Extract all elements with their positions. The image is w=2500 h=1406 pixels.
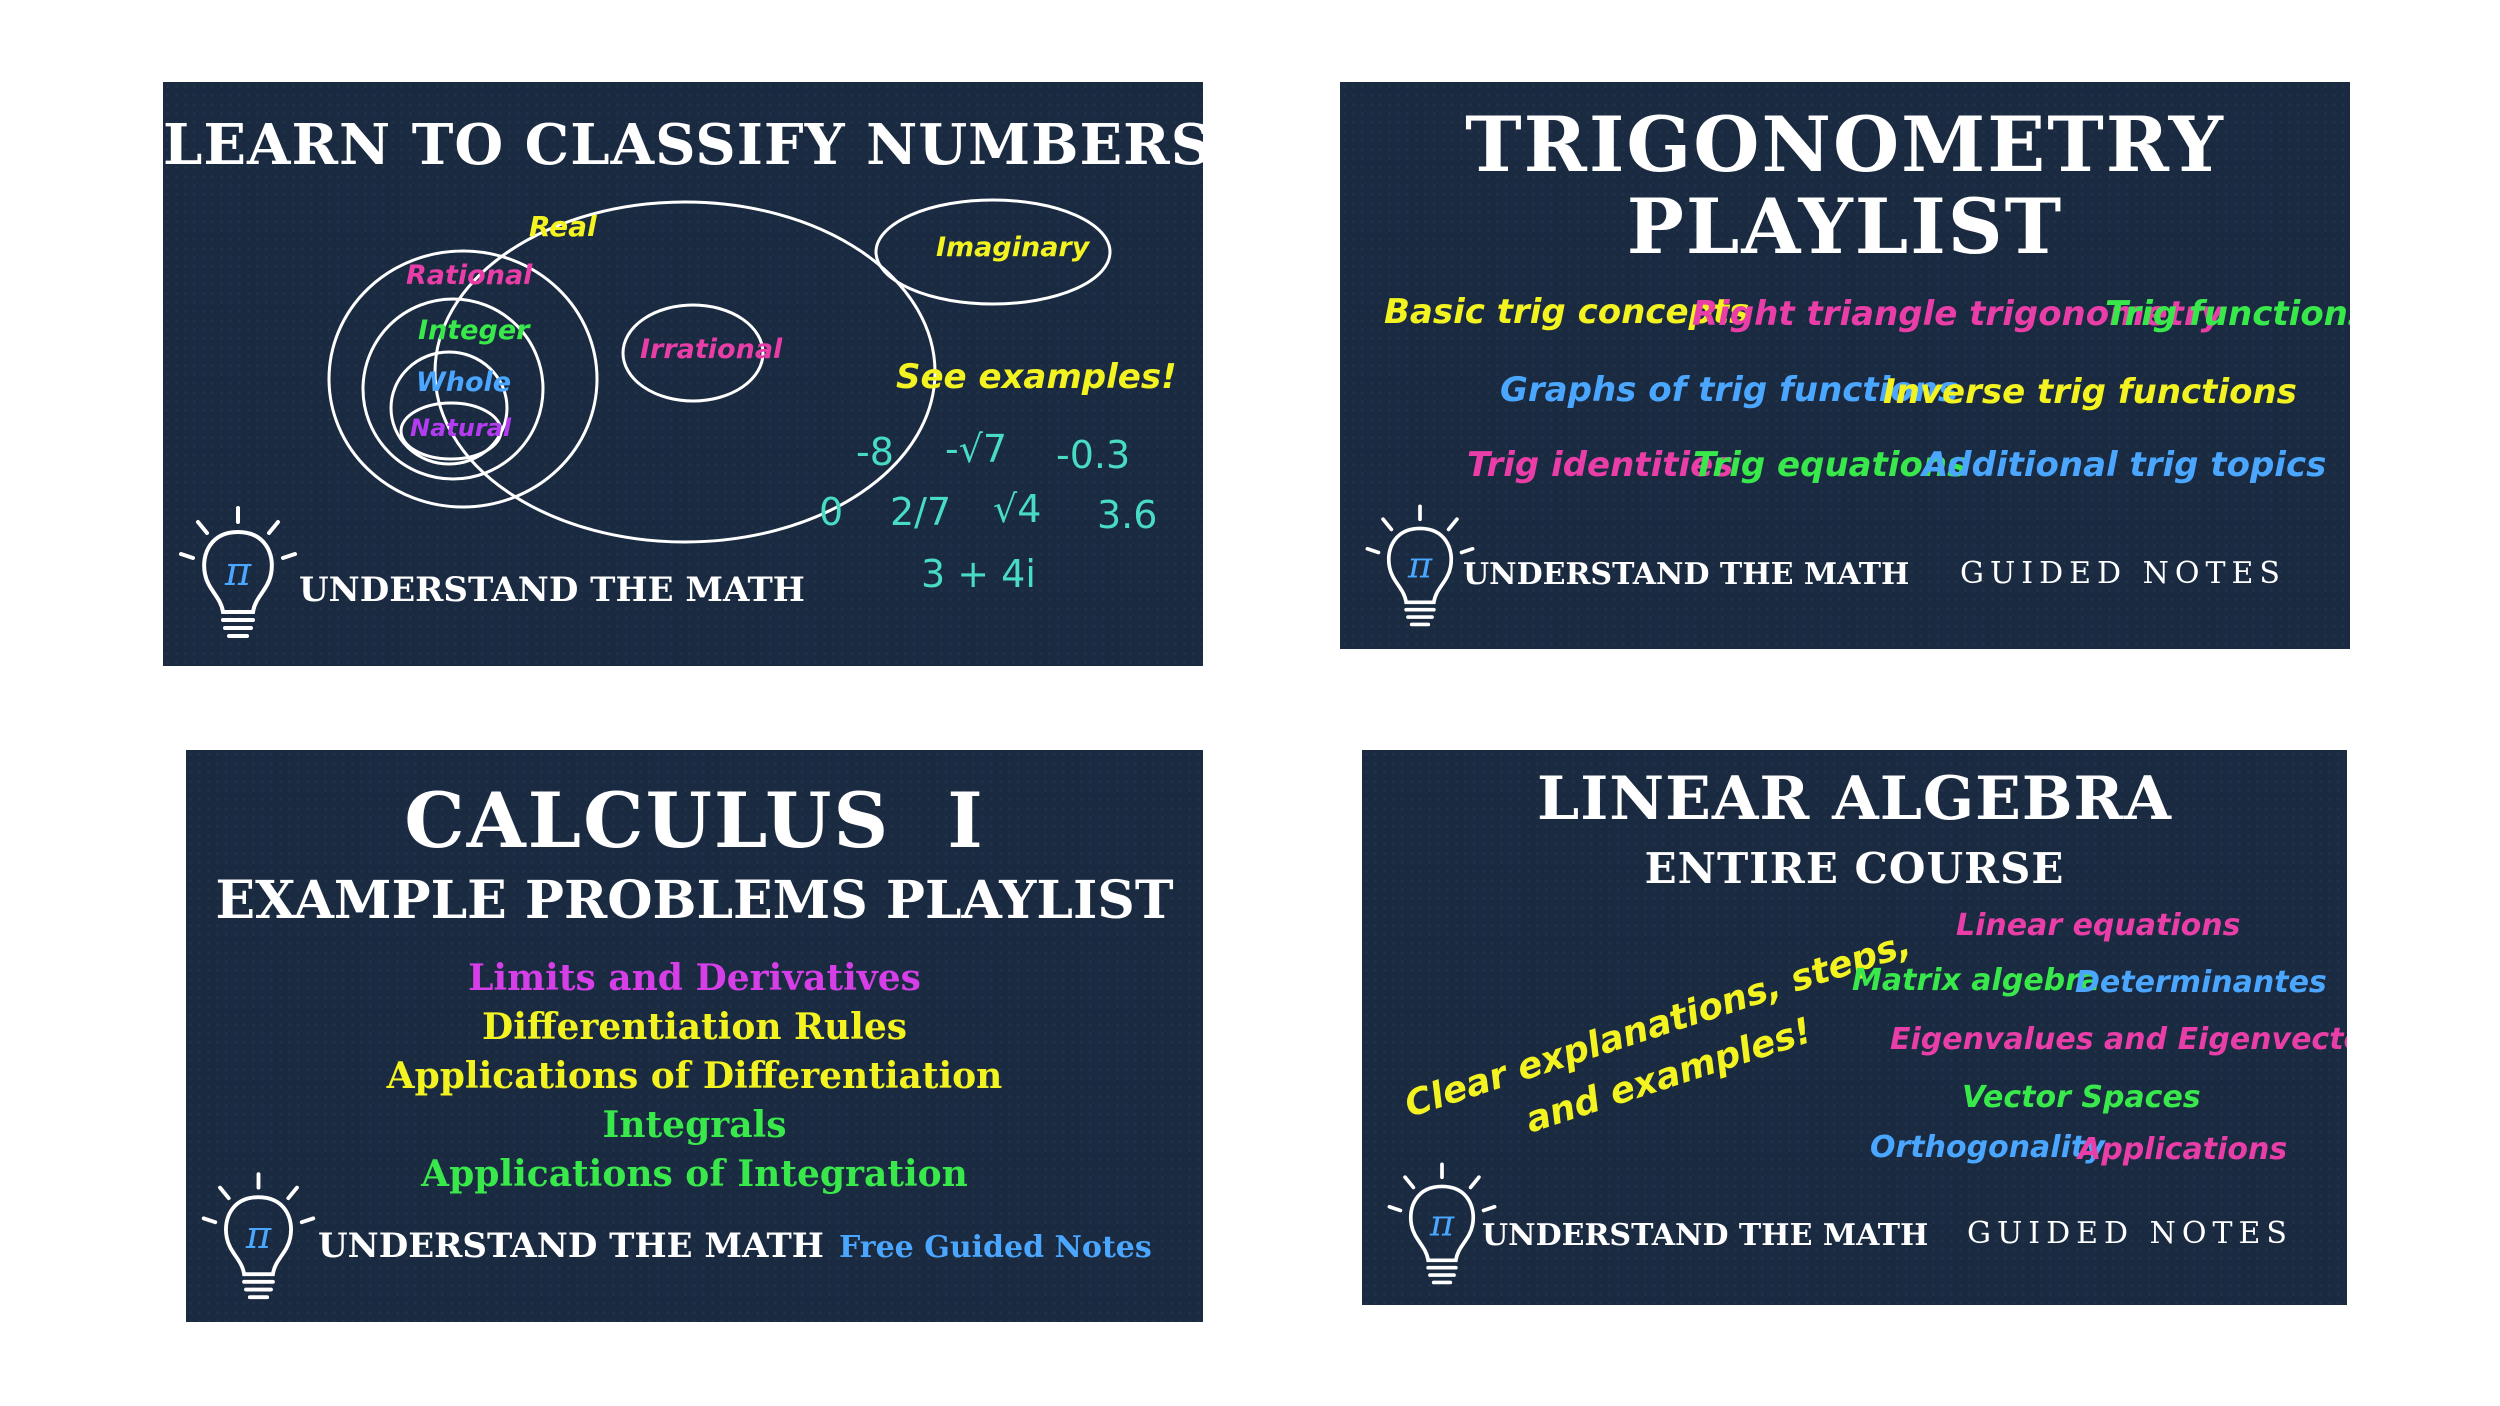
linear-algebra-course-card[interactable]: LINEAR ALGEBRA ENTIRE COURSE Clear expla… (1362, 750, 2347, 1305)
card-title: TRIGONOMETRY (1465, 100, 2225, 189)
real-set-ellipse (433, 200, 937, 544)
playlist-topic: Trig equations (1693, 445, 1968, 485)
card-subtitle: ENTIRE COURSE (1644, 844, 2065, 893)
playlist-topic: Inverse trig functions (1883, 372, 2297, 412)
calculus-playlist-card[interactable]: CALCULUS I EXAMPLE PROBLEMS PLAYLIST Lim… (186, 750, 1203, 1322)
whole-set-ellipse (389, 350, 509, 466)
svg-text:π: π (1407, 543, 1433, 586)
imaginary-set-ellipse (874, 198, 1112, 306)
svg-text:π: π (245, 1213, 272, 1258)
card-title: LEARN TO CLASSIFY NUMBERS! (163, 112, 1203, 178)
card-title: LINEAR ALGEBRA (1537, 764, 2172, 834)
course-topic: Determinantes (2075, 965, 2327, 1000)
brand-name: UNDERSTAND THE MATH (1463, 557, 1910, 592)
playlist-topic: Limits and Derivatives (468, 957, 921, 999)
example-number: 0 (819, 490, 844, 534)
irrational-set-label: Irrational (640, 334, 783, 365)
course-topic: Linear equations (1956, 908, 2241, 943)
rational-set-label: Rational (406, 260, 533, 291)
lightbulb-pi-icon: π (1387, 1162, 1497, 1285)
playlist-topic: Applications of Differentiation (386, 1055, 1003, 1097)
example-number: 2/7 (890, 490, 952, 534)
see-examples-label: See examples! (896, 357, 1177, 397)
integer-set-ellipse (361, 297, 545, 481)
playlist-topic: Trig functions (2105, 294, 2350, 334)
natural-set-ellipse (399, 401, 503, 461)
guided-notes-label: GUIDED NOTES (1967, 1216, 2293, 1251)
course-topic: Applications (2078, 1132, 2288, 1167)
playlist-topic: Right triangle trigonometry (1692, 294, 2223, 334)
course-topic: Vector Spaces (1962, 1080, 2201, 1115)
svg-text:π: π (224, 549, 252, 595)
dot-pattern-background (163, 82, 1203, 666)
playlist-topic: Graphs of trig functions (1500, 370, 1959, 410)
rational-set-ellipse (327, 249, 599, 509)
example-number: 3 + 4i (921, 552, 1036, 596)
playlist-topic: Integrals (602, 1104, 787, 1146)
classify-numbers-card[interactable]: LEARN TO CLASSIFY NUMBERS! Real Rational… (163, 82, 1203, 666)
lightbulb-pi-icon: π (1365, 504, 1475, 627)
imaginary-set-label: Imaginary (936, 232, 1090, 263)
brand-name: UNDERSTAND THE MATH (1482, 1218, 1929, 1253)
brand-name: UNDERSTAND THE MATH (318, 1226, 824, 1266)
integer-set-label: Integer (418, 315, 530, 346)
guided-notes-label: GUIDED NOTES (1960, 556, 2286, 591)
card-subtitle: PLAYLIST (1626, 182, 2064, 271)
example-number: -0.3 (1056, 433, 1131, 477)
card-subtitle: EXAMPLE PROBLEMS PLAYLIST (215, 870, 1174, 931)
free-guided-notes-link[interactable]: Free Guided Notes (839, 1230, 1152, 1265)
lightbulb-pi-icon: π (179, 506, 297, 638)
playlist-topic: Additional trig topics (1922, 445, 2327, 485)
brand-name: UNDERSTAND THE MATH (299, 570, 805, 610)
example-number: -8 (856, 430, 894, 474)
number-sets-venn-diagram (327, 198, 1112, 544)
natural-set-label: Natural (410, 414, 512, 442)
real-set-label: Real (529, 210, 597, 243)
lightbulb-pi-icon: π (201, 1172, 316, 1300)
playlist-topic: Applications of Integration (421, 1153, 968, 1195)
whole-set-label: Whole (416, 367, 512, 398)
trigonometry-playlist-card[interactable]: TRIGONOMETRY PLAYLIST Basic trig concept… (1340, 82, 2350, 649)
course-topic: Matrix algebra (1852, 963, 2101, 998)
svg-text:π: π (1429, 1201, 1455, 1244)
dot-pattern-background (1340, 82, 2350, 649)
playlist-topic: Trig identities (1467, 445, 1734, 485)
playlist-topic: Differentiation Rules (482, 1006, 907, 1048)
example-number: 3.6 (1097, 493, 1158, 537)
card-title: CALCULUS I (404, 776, 985, 865)
course-topic: Eigenvalues and Eigenvectors (1890, 1022, 2347, 1057)
playlist-topic: Basic trig concepts (1384, 292, 1750, 332)
irrational-set-ellipse (621, 303, 765, 403)
example-number: -√7 (945, 427, 1008, 471)
dot-pattern-background (1362, 750, 2347, 1305)
dot-pattern-background (186, 750, 1203, 1322)
example-number: √4 (993, 487, 1042, 531)
course-topic: Orthogonality (1870, 1130, 2105, 1165)
